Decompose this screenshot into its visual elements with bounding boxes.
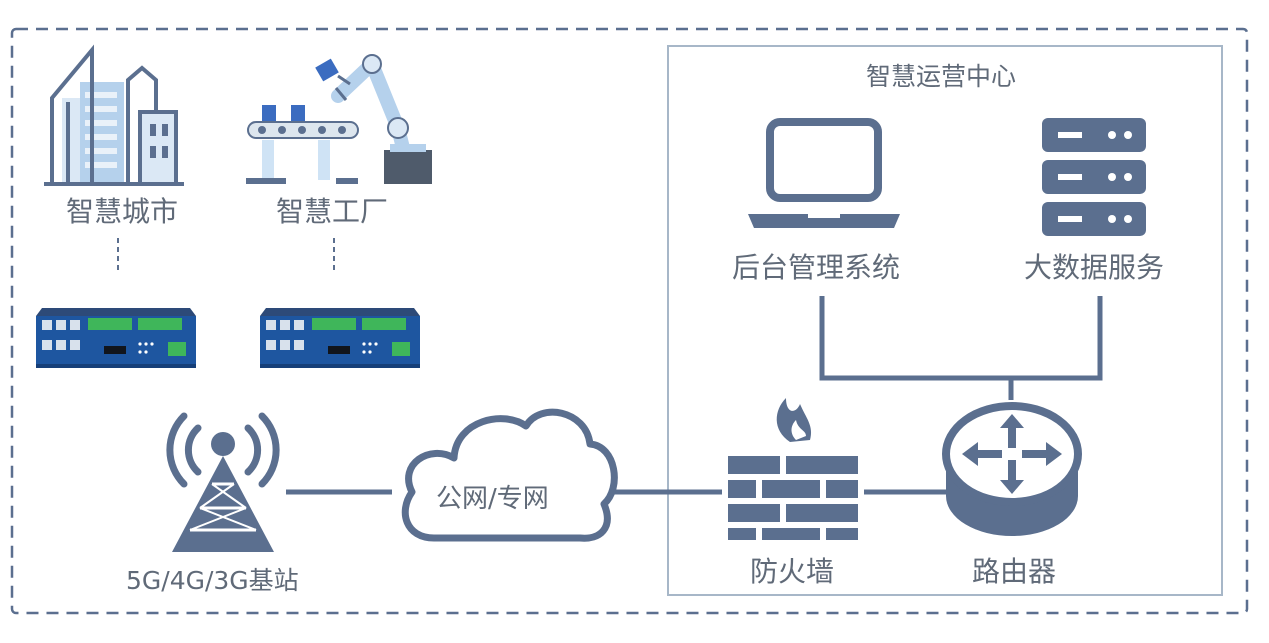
building-icon xyxy=(44,44,184,186)
smart-city-label: 智慧城市 xyxy=(66,195,179,228)
ops-center-panel xyxy=(667,45,1223,596)
router-label: 路由器 xyxy=(972,555,1057,588)
laptop-icon xyxy=(748,118,900,228)
base-station-label: 5G/4G/3G基站 xyxy=(126,566,299,595)
firewall-icon xyxy=(728,398,858,540)
gateway-device-icon xyxy=(260,308,420,368)
backend-label: 后台管理系统 xyxy=(732,251,901,284)
ops-center-title: 智慧运营中心 xyxy=(866,62,1017,91)
network-label: 公网/专网 xyxy=(436,484,549,514)
factory-robot-icon xyxy=(246,54,432,184)
server-icon xyxy=(1042,118,1146,236)
ops-bracket-line xyxy=(819,296,1103,400)
gateway-device-icon xyxy=(36,308,196,368)
firewall-label: 防火墙 xyxy=(750,555,835,588)
antenna-tower-icon xyxy=(166,412,280,552)
big-data-label: 大数据服务 xyxy=(1024,251,1165,284)
cloud-icon xyxy=(401,408,618,542)
smart-factory-label: 智慧工厂 xyxy=(276,195,389,228)
router-icon xyxy=(942,402,1082,536)
outer-dashed-border xyxy=(10,27,1249,615)
